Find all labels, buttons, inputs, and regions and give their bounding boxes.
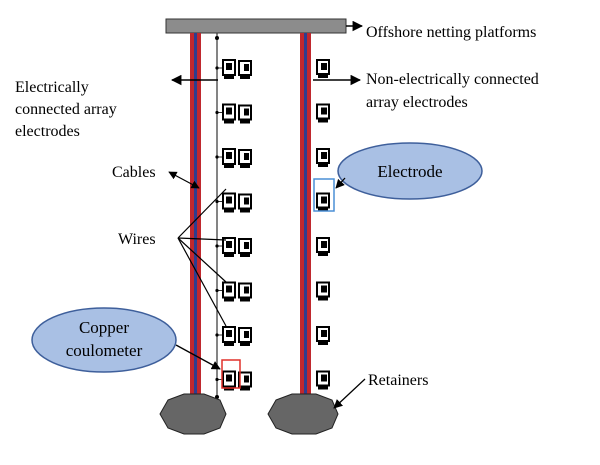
nonconnected-label-line2: array electrodes (366, 94, 468, 111)
copper-coulometer-callout (31, 307, 177, 373)
retainer-right (267, 393, 339, 435)
nonconnected-electrode (316, 192, 330, 212)
copper-callout-label-line1: Copper (79, 318, 129, 337)
electrode-callout-arrow (335, 177, 346, 189)
connected-electrode (215, 192, 252, 213)
connected-label-line3: electrodes (15, 123, 80, 140)
nonconnected-electrode (316, 326, 330, 345)
wire-pointer-lines (177, 188, 227, 327)
cables-arrow (168, 171, 200, 189)
nonconnected-electrode (316, 281, 330, 301)
connected-electrode (215, 237, 252, 257)
nonconnected-electrode (316, 237, 330, 256)
nonconnected-electrode (316, 148, 330, 167)
connected-electrode (215, 103, 252, 124)
copper-coulometer-highlight (221, 359, 241, 389)
retainer-left (159, 393, 227, 435)
left-cable (190, 33, 201, 398)
retainers-label: Retainers (368, 372, 428, 389)
cables-label: Cables (112, 164, 156, 181)
connected-electrodes (215, 59, 252, 391)
nonconnected-electrode (316, 370, 330, 390)
electrode-highlight (313, 178, 335, 212)
retainers-arrow (333, 378, 366, 409)
electrode-callout-label: Electrode (377, 162, 442, 181)
connected-label-line1: Electrically (15, 79, 89, 96)
right-cable (300, 33, 311, 398)
nonconnected-electrodes (316, 59, 330, 390)
electrode-callout (337, 142, 483, 200)
copper-callout-arrow (175, 344, 221, 370)
nonconnected-label-line1: Non-electrically connected (366, 71, 539, 88)
connected-electrode (215, 148, 252, 168)
connected-electrode (215, 281, 252, 302)
nonconnected-electrode (316, 103, 330, 123)
nonconnected-electrode (316, 59, 330, 78)
connected-electrode (215, 59, 252, 79)
wires-label: Wires (118, 231, 156, 248)
copper-callout-label-line2: coulometer (66, 341, 143, 360)
connected-label-line2: connected array (15, 101, 117, 118)
connected-electrode (215, 326, 252, 346)
wire-bus-top-node (215, 36, 219, 40)
platform-label: Offshore netting platforms (366, 24, 536, 41)
offshore-platform (165, 18, 347, 34)
